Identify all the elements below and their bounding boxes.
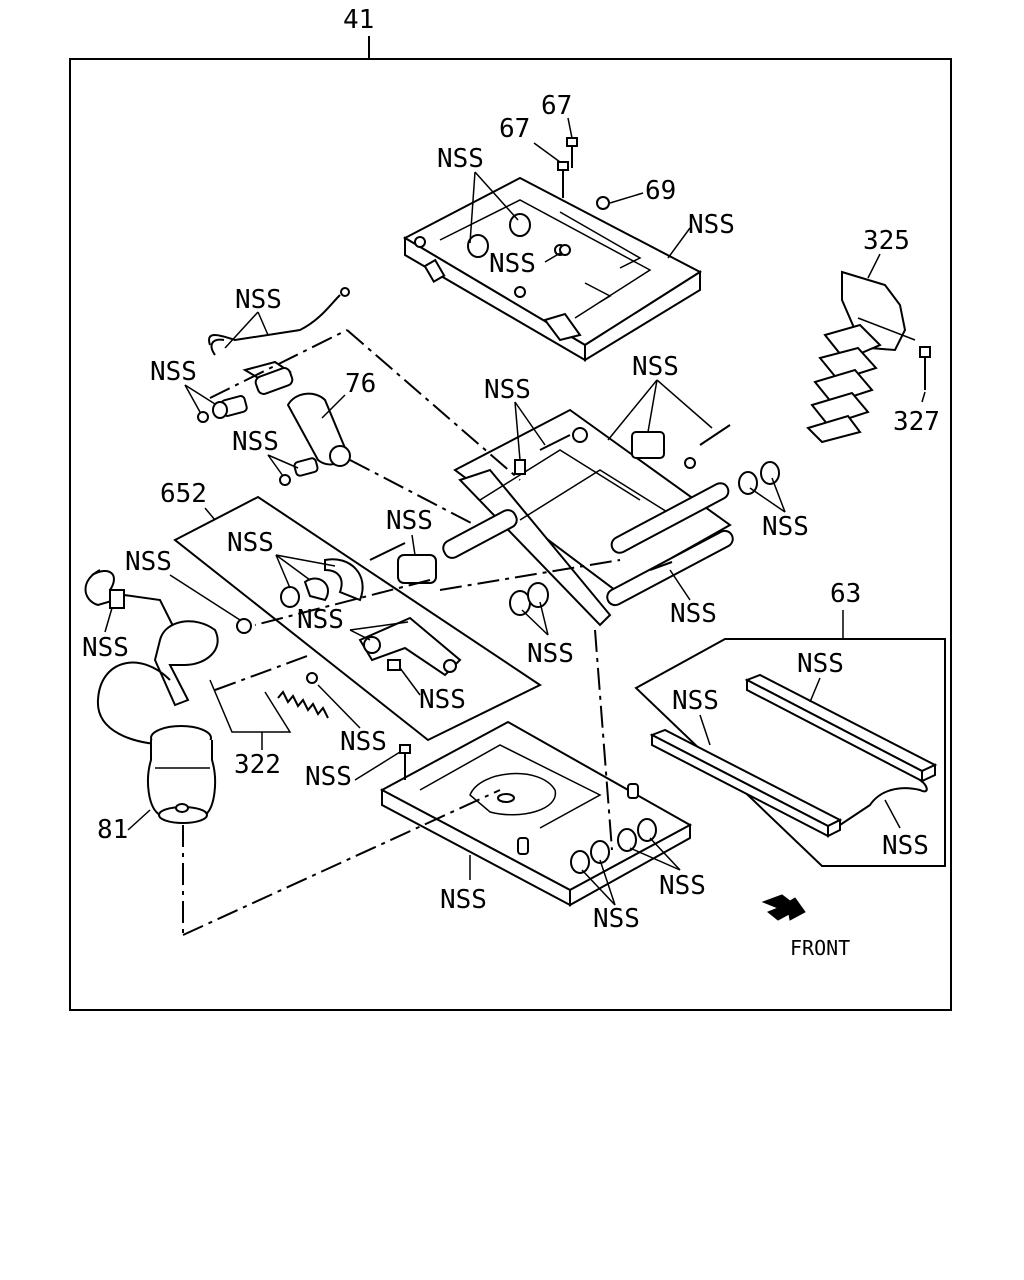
label-41: 41 [343, 5, 374, 35]
valve-assembly [84, 569, 252, 746]
lever-plate [358, 616, 462, 677]
assembly-frame [69, 58, 952, 1011]
label-nss-lower-rollers-a: NSS [593, 904, 640, 934]
label-nss-pivot-bolt: NSS [670, 599, 717, 629]
scissor-mechanism [442, 408, 734, 627]
label-nss-upper-bushings: NSS [437, 144, 484, 174]
label-nss-linkage-block: NSS [632, 352, 679, 382]
label-322: 322 [234, 750, 281, 780]
label-67-second: 67 [499, 114, 530, 144]
nut-center [559, 244, 571, 256]
nut-69 [596, 196, 610, 210]
cam-parts [280, 558, 364, 608]
rail-right [744, 673, 938, 783]
label-67-top: 67 [541, 91, 572, 121]
roller-pair-lower [570, 818, 657, 874]
label-nss-shock-bushing: NSS [232, 427, 279, 457]
label-nss-rail-right: NSS [797, 649, 844, 679]
roller-pair-mid [509, 582, 549, 616]
spring [277, 672, 329, 719]
assembly-centerlines [182, 329, 621, 936]
rail-left [649, 728, 843, 838]
kit-652-outline [173, 495, 543, 742]
rail-crossbar [839, 779, 928, 826]
rails-kit-63-outline [634, 638, 946, 867]
label-nss-valve-top: NSS [125, 547, 172, 577]
label-nss-rollers-right: NSS [762, 512, 809, 542]
label-69: 69 [645, 176, 676, 206]
label-nss-lever-bolt: NSS [419, 685, 466, 715]
label-81: 81 [97, 815, 128, 845]
lower-base-plate [379, 720, 693, 907]
label-nss-lower-rollers-b: NSS [659, 871, 706, 901]
label-325: 325 [863, 226, 910, 256]
front-arrow-icon [761, 894, 806, 921]
label-nss-rail-left: NSS [672, 686, 719, 716]
label-nss-cams: NSS [227, 528, 274, 558]
bushing-pair-upper [197, 395, 248, 423]
label-652: 652 [160, 479, 207, 509]
label-nss-upper-nut: NSS [489, 249, 536, 279]
bushing-pair-middle [279, 457, 319, 486]
label-nss-rail-bar: NSS [882, 831, 929, 861]
label-nss-valve-left: NSS [82, 633, 129, 663]
label-nss-cable: NSS [235, 285, 282, 315]
label-63: 63 [830, 579, 861, 609]
front-label: FRONT [790, 936, 850, 960]
upper-seat-pan [402, 176, 702, 362]
label-nss-lever: NSS [297, 605, 344, 635]
label-nss-linkage-bolt: NSS [484, 375, 531, 405]
label-nss-upper-pan: NSS [688, 210, 735, 240]
label-327: 327 [893, 407, 940, 437]
label-nss-lower-screw: NSS [305, 762, 352, 792]
label-nss-rollers-mid: NSS [527, 639, 574, 669]
label-nss-lower-plate: NSS [440, 885, 487, 915]
shock-absorber-76 [254, 367, 351, 467]
label-nss-bushings-left: NSS [150, 357, 197, 387]
screw-lower [399, 744, 411, 780]
bolt-67-lower [557, 161, 569, 198]
bellows-cover-325 [806, 270, 916, 444]
damper-block [369, 542, 437, 584]
label-nss-block: NSS [386, 506, 433, 536]
label-nss-spring-clip: NSS [340, 727, 387, 757]
screw-327 [919, 346, 931, 390]
air-spring-81 [147, 725, 217, 824]
bracket-322 [209, 679, 292, 733]
label-76: 76 [345, 369, 376, 399]
roller-pair-right [738, 461, 780, 495]
